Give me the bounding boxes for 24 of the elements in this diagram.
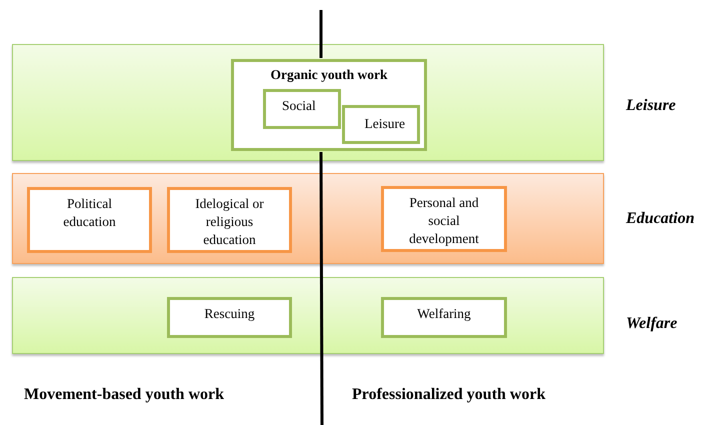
column-heading: Professionalized youth work [352,385,546,405]
row-heading: Welfare [626,314,678,334]
category-box [263,89,341,129]
category-box [167,297,292,338]
box-label: Idelogical or religious education [194,195,265,249]
box-label: Welfaring [417,305,471,323]
category-box [381,297,507,338]
box-heading: Organic youth work [269,66,388,84]
category-band [12,44,604,161]
category-band [12,173,604,264]
box-label: Political education [62,195,117,231]
box-label: Rescuing [204,305,255,323]
category-box [381,186,507,252]
category-box [167,187,292,253]
box-label: Leisure [364,115,405,133]
box-label: Social [282,97,316,115]
category-box [231,59,427,151]
column-heading: Movement-based youth work [24,385,224,405]
category-box [342,105,420,144]
row-heading: Education [626,209,694,229]
category-box [27,187,152,253]
category-band [12,277,604,354]
row-heading: Leisure [626,96,676,116]
box-label: Personal and social development [409,194,479,248]
